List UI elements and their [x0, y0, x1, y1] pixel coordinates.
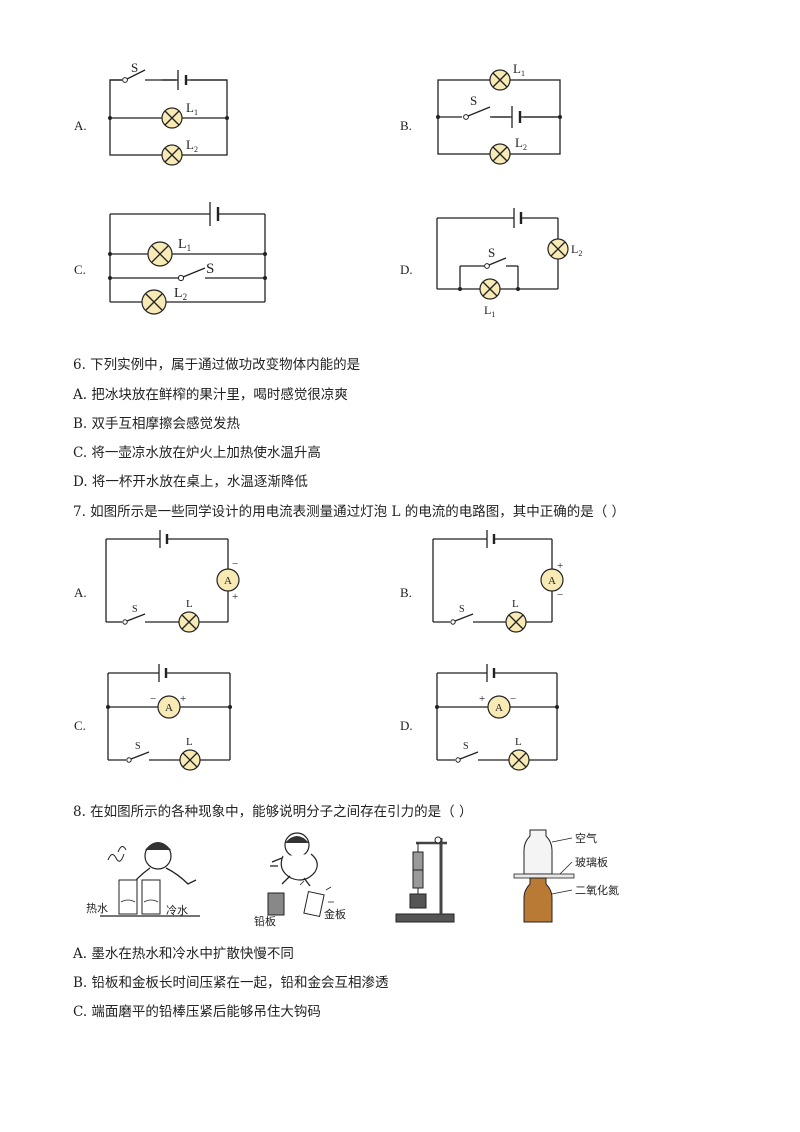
q7-b-switch-label: S	[459, 604, 465, 615]
q6-stem: 6. 下列实例中，属于通过做功改变物体内能的是	[73, 357, 361, 373]
q5-c-lamp1-label: L1	[178, 237, 191, 253]
q8-label-hot-water: 热水	[86, 902, 108, 915]
q7-b-lamp-label: L	[512, 598, 519, 610]
q7-stem: 7. 如图所示是一些同学设计的用电流表测量通过灯泡 L 的电流的电路图，其中正确…	[73, 504, 626, 520]
q5-b-switch-label: S	[470, 93, 477, 108]
q8-label-glass-plate: 玻璃板	[575, 855, 608, 869]
q6-choice-c[interactable]: C. 将一壶凉水放在炉火上加热使水温升高	[73, 445, 321, 461]
q7-a-plus: +	[232, 591, 238, 603]
q7-circuit-c: A S L − +	[106, 664, 232, 771]
q5-circuit-c: S L1 L2	[108, 202, 267, 315]
q7-circuit-b: A S L + −	[432, 530, 564, 633]
q5-d-lamp1-label: L1	[484, 303, 495, 319]
q7-a-lamp-label: L	[186, 598, 193, 610]
q5-option-c-letter[interactable]: C.	[74, 262, 86, 277]
q8-label-lead-plate: 铅板	[254, 914, 276, 928]
q7-b-minus: −	[557, 589, 563, 601]
q5-b-lamp2-label: L2	[515, 135, 527, 152]
q5-circuit-a: S L1 L2	[108, 60, 229, 166]
q5-option-d-letter[interactable]: D.	[400, 262, 413, 277]
q7-c-plus: +	[180, 693, 186, 705]
q6-choice-b[interactable]: B. 双手互相摩擦会感觉发热	[73, 416, 241, 432]
q5-a-switch-label: S	[131, 60, 138, 75]
q5-b-lamp1-label: L1	[513, 61, 525, 78]
q7-a-meter-label: A	[224, 575, 232, 587]
q7-a-minus: −	[232, 558, 238, 570]
q8-choice-a[interactable]: A. 墨水在热水和冷水中扩散快慢不同	[73, 946, 294, 962]
q8-label-cold-water: 冷水	[166, 904, 188, 917]
q5-option-a-letter[interactable]: A.	[74, 118, 87, 133]
q7-circuit-d: A S L + −	[435, 664, 559, 771]
q7-a-switch-label: S	[132, 604, 138, 615]
q8-label-no2: 二氧化氮	[575, 883, 619, 897]
q7-b-meter-label: A	[548, 575, 556, 587]
q5-option-b-letter[interactable]: B.	[400, 118, 412, 133]
q5-circuit-b: S L1 L2	[436, 61, 562, 165]
q7-b-plus: +	[557, 560, 563, 572]
q6-choice-a[interactable]: A. 把冰块放在鲜榨的果汁里，喝时感觉很凉爽	[73, 387, 348, 403]
q7-d-switch-label: S	[463, 741, 469, 752]
q7-circuit-a: A S L − +	[105, 530, 240, 633]
q7-option-b-letter[interactable]: B.	[400, 585, 412, 600]
q7-c-minus: −	[150, 693, 156, 705]
q7-d-meter-label: A	[495, 702, 503, 714]
q7-d-lamp-label: L	[515, 736, 522, 748]
q7-c-switch-label: S	[135, 741, 141, 752]
q8-choice-c[interactable]: C. 端面磨平的铅棒压紧后能够吊住大钩码	[73, 1004, 321, 1020]
q7-d-plus: +	[479, 693, 485, 705]
q8-figure-lead-gold-plates: 铅板 金板	[254, 832, 346, 928]
q8-figure-lead-rods	[395, 836, 455, 923]
q5-a-lamp1-label: L1	[186, 100, 198, 117]
q8-figure-ink-diffusion: 热水 冷水	[86, 842, 200, 917]
q5-d-lamp2-label: L2	[571, 242, 582, 258]
q8-figure-gas-diffusion: 空气 玻璃板 二氧化氮	[513, 829, 619, 923]
q5-c-lamp2-label: L2	[174, 286, 187, 302]
q8-label-air: 空气	[575, 831, 597, 845]
q7-option-a-letter[interactable]: A.	[74, 585, 87, 600]
q8-choice-b[interactable]: B. 铅板和金板长时间压紧在一起，铅和金会互相渗透	[73, 975, 389, 991]
q7-option-d-letter[interactable]: D.	[400, 718, 413, 733]
q6-choice-d[interactable]: D. 将一杯开水放在桌上，水温逐渐降低	[73, 474, 308, 490]
q5-a-lamp2-label: L2	[186, 137, 198, 154]
q7-d-minus: −	[510, 693, 516, 705]
q8-stem: 8. 在如图所示的各种现象中，能够说明分子之间存在引力的是（ ）	[73, 804, 473, 820]
q5-c-switch-label: S	[206, 261, 214, 277]
q8-label-gold-plate: 金板	[324, 907, 346, 921]
q5-circuit-d: S L1 L2	[436, 208, 582, 319]
q7-c-lamp-label: L	[186, 736, 193, 748]
q5-d-switch-label: S	[488, 245, 495, 260]
q7-option-c-letter[interactable]: C.	[74, 718, 86, 733]
q7-c-meter-label: A	[165, 702, 173, 714]
